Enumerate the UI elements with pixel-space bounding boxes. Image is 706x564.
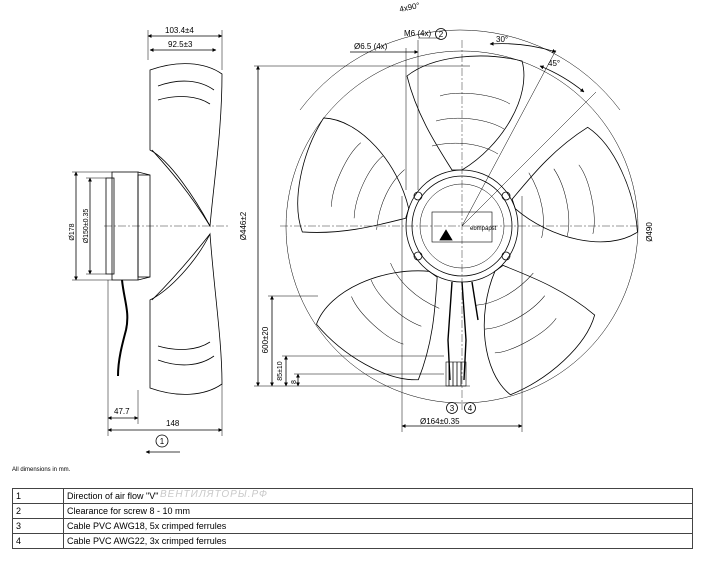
blade-rib — [553, 168, 570, 237]
blade-rib — [475, 272, 534, 306]
impeller-blade — [297, 117, 410, 233]
blade-rib — [331, 142, 361, 207]
dim-d6-5: Ø6.5 (4x) — [354, 42, 388, 51]
dim-d490: Ø490 — [645, 222, 654, 242]
dim-600: 600±20 — [261, 326, 270, 353]
legend-number: 2 — [12, 503, 64, 519]
side-view-labels: 103.4±4 92.5±3 47.7 148 Ø178 Ø150±0.35 1 — [69, 26, 194, 446]
impeller-blade — [511, 126, 638, 243]
blade-rib — [578, 164, 595, 235]
marker-1: 1 — [160, 437, 165, 446]
side-view — [72, 30, 228, 454]
legend-text: Cable PVC AWG22, 3x crimped ferrules — [63, 533, 693, 549]
dim-4x90-deg: 4x90° — [399, 1, 421, 14]
impeller-blade — [406, 55, 525, 171]
dim-d164: Ø164±0.35 — [420, 417, 460, 426]
dim-30-deg: 30° — [496, 35, 508, 44]
front-view — [254, 28, 640, 432]
brand-label: ebmpapst — [470, 226, 497, 232]
front-view-labels: Ø446±2 600±20 85±10 8 Ø164±0.35 Ø6.5 (4x… — [239, 1, 654, 426]
blade-rib — [390, 262, 440, 309]
legend-text: Direction of air flow "V" — [63, 488, 693, 504]
marker-2: 2 — [439, 30, 444, 39]
dim-d446: Ø446±2 — [239, 211, 248, 240]
dim-85: 85±10 — [277, 361, 284, 381]
dim-92-5: 92.5±3 — [168, 40, 193, 49]
impeller-blade — [483, 264, 596, 396]
blade-rib — [439, 92, 511, 105]
blade-rib — [376, 169, 405, 230]
blade-rib — [431, 142, 499, 155]
blade-rib — [370, 279, 422, 327]
marker-4: 4 — [468, 404, 473, 413]
blade-rib — [435, 117, 505, 130]
dim-d150: Ø150±0.35 — [83, 209, 90, 244]
dim-45-deg: 45° — [548, 59, 560, 68]
blade-rib — [494, 318, 557, 354]
units-note: All dimensions in mm. — [12, 467, 71, 473]
legend-number: 3 — [12, 518, 64, 534]
impeller-blades — [297, 55, 638, 396]
dim-d178: Ø178 — [69, 223, 76, 240]
impeller-blade — [316, 270, 438, 381]
legend-text: Cable PVC AWG18, 5x crimped ferrules — [63, 518, 693, 534]
legend-number: 4 — [12, 533, 64, 549]
legend-text: Clearance for screw 8 - 10 mm — [63, 503, 693, 519]
marker-3: 3 — [450, 404, 455, 413]
dim-103-4: 103.4±4 — [165, 26, 194, 35]
dim-8: 8 — [291, 380, 298, 384]
fan-dimension-drawing: 103.4±4 92.5±3 47.7 148 Ø178 Ø150±0.35 1 — [69, 1, 654, 454]
blade-rib — [485, 295, 545, 330]
legend-number: 1 — [12, 488, 64, 504]
dim-m6: M6 (4x) — [404, 29, 431, 38]
dim-148: 148 — [166, 419, 180, 428]
blade-rib — [528, 172, 544, 239]
blade-rib — [351, 296, 404, 345]
blade-rib — [353, 155, 383, 219]
dim-47-7: 47.7 — [114, 407, 130, 416]
